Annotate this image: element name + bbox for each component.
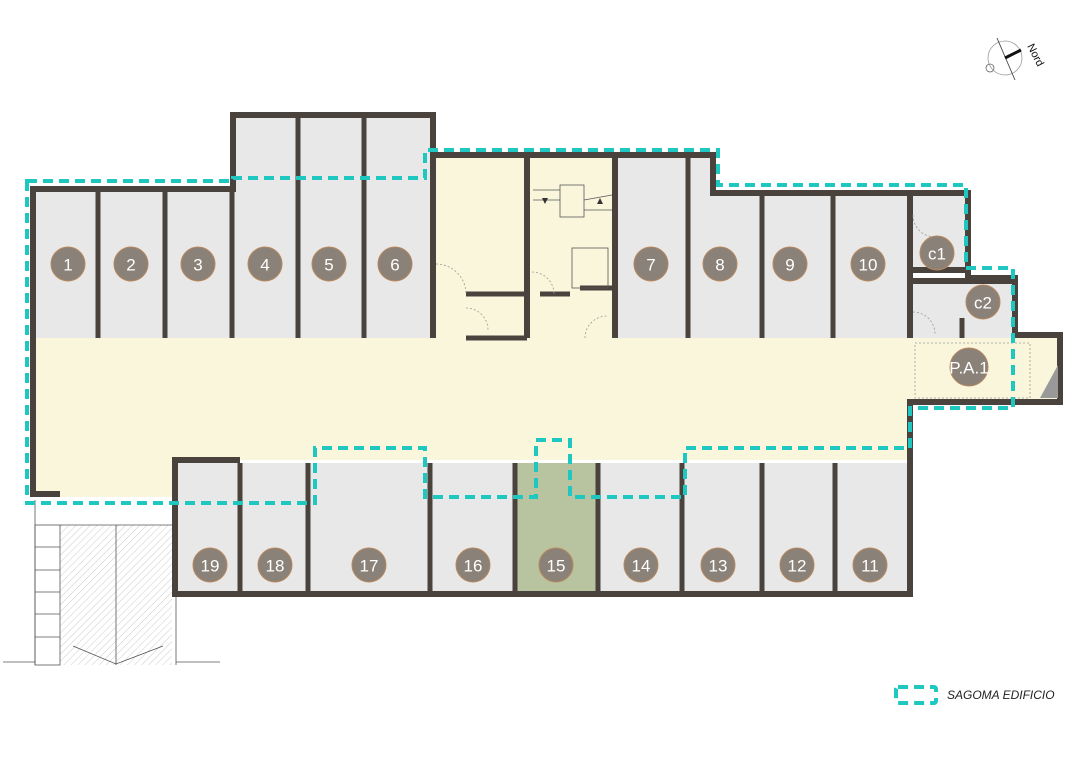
- stairwell: [527, 155, 615, 338]
- unit-10-badge: [850, 246, 886, 282]
- unit-8-badge: [702, 246, 738, 282]
- unit-17-badge: [351, 547, 387, 583]
- doors: [435, 214, 1031, 399]
- unit-8-label: 8: [715, 256, 724, 275]
- compass: Nord: [985, 37, 1046, 81]
- unit-7-label: 7: [646, 256, 655, 275]
- unit-4-label: 4: [260, 256, 269, 275]
- unit-15-badge: [538, 547, 574, 583]
- sun-icon: [985, 63, 995, 73]
- box-dividers: [95, 115, 965, 594]
- unit-18-badge: [257, 547, 293, 583]
- cellar-c2-label: c2: [974, 294, 992, 313]
- legend: SAGOMA EDIFICIO: [894, 685, 1055, 705]
- unit-13-label: 13: [709, 557, 728, 576]
- unit-5-badge: [311, 246, 347, 282]
- cellar-c1-badge: [919, 235, 955, 271]
- stairs: [533, 184, 613, 289]
- unit-4-badge: [247, 246, 283, 282]
- unit-7-badge: [633, 246, 669, 282]
- unit-18-label: 18: [266, 557, 285, 576]
- parking-pa1-label: P.A.1: [949, 359, 988, 378]
- unit-11-badge: [852, 547, 888, 583]
- unit-1-label: 1: [63, 256, 72, 275]
- compass-label: Nord: [1024, 42, 1046, 69]
- unit-12-label: 12: [788, 557, 807, 576]
- unit-16-label: 16: [464, 557, 483, 576]
- unit-1-badge: [50, 246, 86, 282]
- legend-swatch: [894, 685, 938, 705]
- unit-16-badge: [455, 547, 491, 583]
- unit-14-label: 14: [632, 557, 651, 576]
- ramp: [3, 500, 220, 666]
- unit-15-label: 15: [547, 557, 566, 576]
- unit-14-badge: [623, 547, 659, 583]
- cellar-c2-badge: [965, 284, 1001, 320]
- unit-10-label: 10: [859, 256, 878, 275]
- compass-circle: [987, 40, 1023, 76]
- unit-2-badge: [113, 246, 149, 282]
- unit-9-badge: [772, 246, 808, 282]
- unit-2-label: 2: [126, 256, 135, 275]
- unit-19-badge: [192, 547, 228, 583]
- unit-5-label: 5: [324, 256, 333, 275]
- building-outline: [25, 148, 1015, 505]
- unit-13-badge: [700, 547, 736, 583]
- unit-9-label: 9: [785, 256, 794, 275]
- unit-3-label: 3: [193, 256, 202, 275]
- unit-11-label: 11: [861, 557, 879, 576]
- unit-17-label: 17: [360, 557, 379, 576]
- corridor: [33, 338, 1058, 497]
- north-arrow-icon: [1004, 48, 1022, 60]
- unit-6-label: 6: [390, 256, 399, 275]
- boxes-top-mid: [233, 115, 433, 338]
- unit-3-badge: [180, 246, 216, 282]
- box-7-area: [615, 155, 713, 338]
- unit-6-badge: [377, 246, 413, 282]
- parking-pa1-badge: [949, 347, 989, 387]
- legend-label: SAGOMA EDIFICIO: [947, 688, 1055, 702]
- corridor-room: [433, 155, 527, 338]
- unit-12-badge: [779, 547, 815, 583]
- ramp-corner: [1040, 365, 1058, 398]
- cellar-c1-label: c1: [928, 245, 946, 264]
- unit-19-label: 19: [201, 557, 220, 576]
